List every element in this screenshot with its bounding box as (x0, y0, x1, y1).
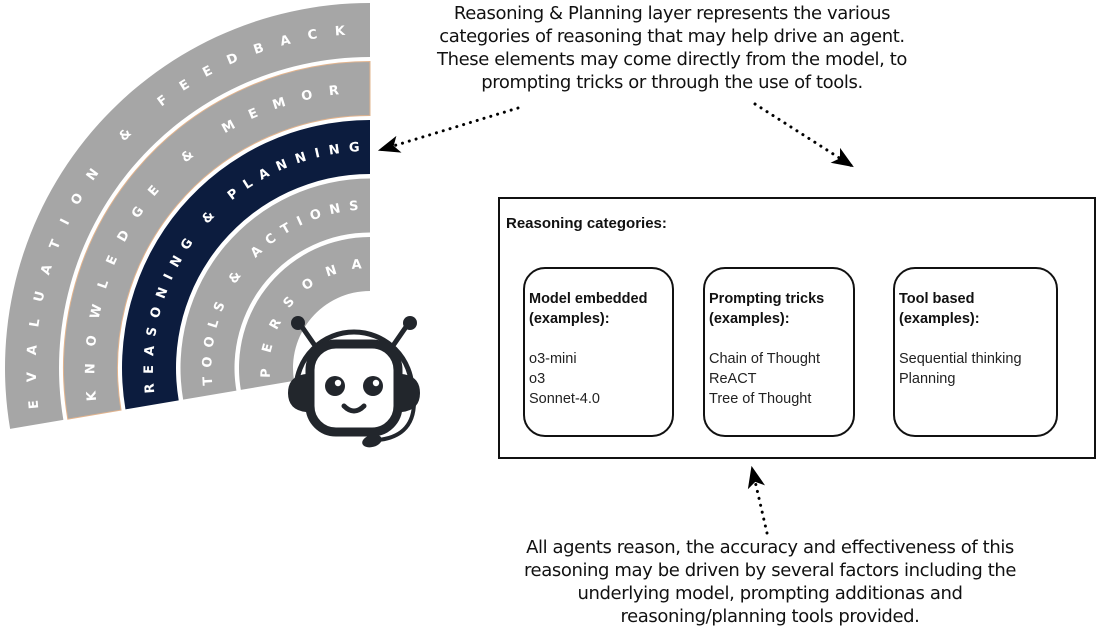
top-callout-text: Reasoning & Planning layer represents th… (392, 2, 952, 94)
antenna-ball-right (403, 316, 417, 330)
callout-line: reasoning/planning tools provided. (620, 606, 920, 627)
callout-line: categories of reasoning that may help dr… (439, 26, 905, 47)
callout-line: All agents reason, the accuracy and effe… (526, 537, 1014, 558)
robot-headset-icon (288, 316, 420, 448)
callout-line: These elements may come directly from th… (436, 49, 908, 70)
category-item: Chain of Thought (709, 351, 820, 367)
layer-band-persona (239, 237, 370, 390)
layer-band-knowledge-memory (63, 60, 371, 420)
category-model-embedded: Model embedded (examples): o3-mini o3 So… (523, 267, 674, 437)
category-item: Planning (899, 371, 956, 387)
category-title: Tool based (899, 291, 975, 307)
category-item: Tree of Thought (709, 391, 812, 407)
category-item: o3-mini (529, 351, 577, 367)
mic-tip (362, 434, 382, 448)
category-item: o3 (529, 371, 546, 387)
reasoning-categories-title: Reasoning categories: (506, 215, 667, 232)
robot-eye-left (325, 376, 345, 396)
category-item: Sonnet-4.0 (529, 391, 600, 407)
mic-boom (376, 400, 416, 442)
headband (293, 329, 415, 393)
callout-line: underlying model, prompting additionas a… (577, 583, 963, 604)
eye-glint-left (334, 379, 342, 387)
eye-glint-right (372, 379, 380, 387)
antenna-ball-left (291, 316, 305, 330)
bottom-callout-text: All agents reason, the accuracy and effe… (520, 536, 1020, 628)
layer-band-tools-actions (180, 178, 370, 400)
category-title: Prompting tricks (709, 291, 825, 307)
category-item: ReACT (709, 371, 757, 387)
robot-face-frame (305, 339, 403, 437)
category-title: Model embedded (529, 291, 648, 307)
category-prompting-tricks: Prompting tricks (examples): Chain of Th… (703, 267, 855, 437)
layer-band-reasoning-planning (121, 120, 370, 410)
layer-band-evaluation-feedback (4, 3, 370, 429)
earcup-right (402, 374, 420, 412)
arrow-from-bottom-callout (747, 465, 769, 535)
category-item: Sequential thinking (899, 351, 1022, 367)
callout-line: Reasoning & Planning layer represents th… (453, 3, 891, 24)
earcup-left (288, 374, 306, 412)
category-title: (examples): (709, 311, 790, 327)
callout-line: prompting tricks or through the use of t… (481, 72, 863, 93)
robot-eye-right (363, 376, 383, 396)
robot-smile (341, 403, 367, 414)
category-title: (examples): (899, 311, 980, 327)
arrow-to-reasoning-layer (377, 106, 520, 153)
category-tool-based: Tool based (examples): Sequential thinki… (893, 267, 1058, 437)
reasoning-categories-box: Reasoning categories: Model embedded (ex… (498, 197, 1096, 459)
callout-line: reasoning may be driven by several facto… (523, 560, 1017, 581)
arrow-to-reasoning-box (753, 102, 854, 168)
category-title: (examples): (529, 311, 610, 327)
